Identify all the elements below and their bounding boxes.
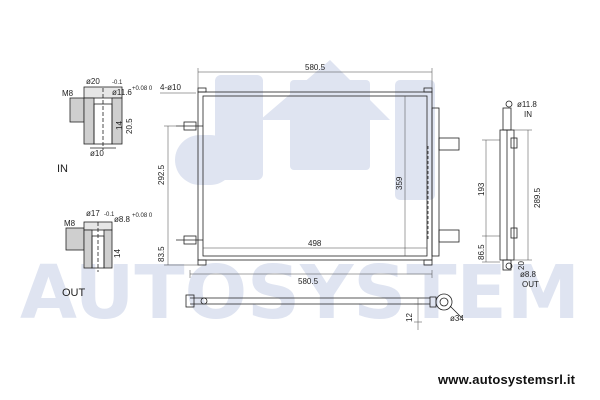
bottom-offset: 12 xyxy=(405,313,414,322)
side-inlet-label: IN xyxy=(524,110,532,119)
front-bottom-offset: 83.5 xyxy=(157,246,166,262)
condenser-bottom-view xyxy=(185,293,463,319)
inlet-depth-b: 20.5 xyxy=(125,118,134,134)
front-inlet-height: 292.5 xyxy=(157,164,166,185)
front-bottom-width: 580.5 xyxy=(298,277,319,286)
outlet-outer-tolerance: -0.1 xyxy=(104,212,115,218)
inlet-depth-a: 14 xyxy=(115,121,124,130)
side-height: 289.5 xyxy=(533,187,542,208)
outlet-depth: 14 xyxy=(113,249,122,258)
front-top-width: 580.5 xyxy=(305,63,326,72)
side-outlet-diameter: ø8.8 xyxy=(520,270,537,279)
outlet-bore-tolerance: +0.08 0 xyxy=(132,213,153,219)
website-url[interactable]: www.autosystemsrl.it xyxy=(438,372,576,387)
side-bottom-gap: 20 xyxy=(517,261,526,270)
inlet-fitting-detail xyxy=(69,86,123,150)
outlet-fitting-detail xyxy=(65,221,113,272)
outlet-bore-diameter: ø8.8 xyxy=(114,215,131,224)
side-outlet-label: OUT xyxy=(522,280,539,289)
inlet-base-diameter: ø10 xyxy=(90,149,104,158)
side-bracket-spacing: 193 xyxy=(477,182,486,196)
inlet-label: IN xyxy=(57,163,68,175)
side-bottom-offset: 86.5 xyxy=(477,244,486,260)
front-height: 359 xyxy=(395,176,404,190)
inlet-thread-label: M8 xyxy=(62,89,74,98)
inlet-outer-tolerance: -0.1 xyxy=(112,80,123,86)
outlet-thread-label: M8 xyxy=(64,219,76,228)
watermark-text: AUTOSYSTEM xyxy=(20,250,580,336)
side-view-dimensions xyxy=(482,129,532,263)
bottom-view-dimensions xyxy=(414,298,422,330)
inlet-bore-diameter: ø11.6 xyxy=(112,88,132,97)
condenser-front-view xyxy=(176,87,460,266)
front-core-width: 498 xyxy=(308,239,322,248)
outlet-label: OUT xyxy=(62,287,86,299)
outlet-outer-diameter: ø17 xyxy=(86,209,100,218)
side-inlet-diameter: ø11.8 xyxy=(517,100,537,109)
inlet-bore-tolerance: +0.08 0 xyxy=(132,86,153,92)
front-holes-label: 4-ø10 xyxy=(160,83,181,92)
bottom-drier-diameter: ø34 xyxy=(450,314,464,323)
condenser-side-view xyxy=(499,100,518,271)
inlet-outer-diameter: ø20 xyxy=(86,77,100,86)
front-view-dimensions xyxy=(160,68,433,278)
